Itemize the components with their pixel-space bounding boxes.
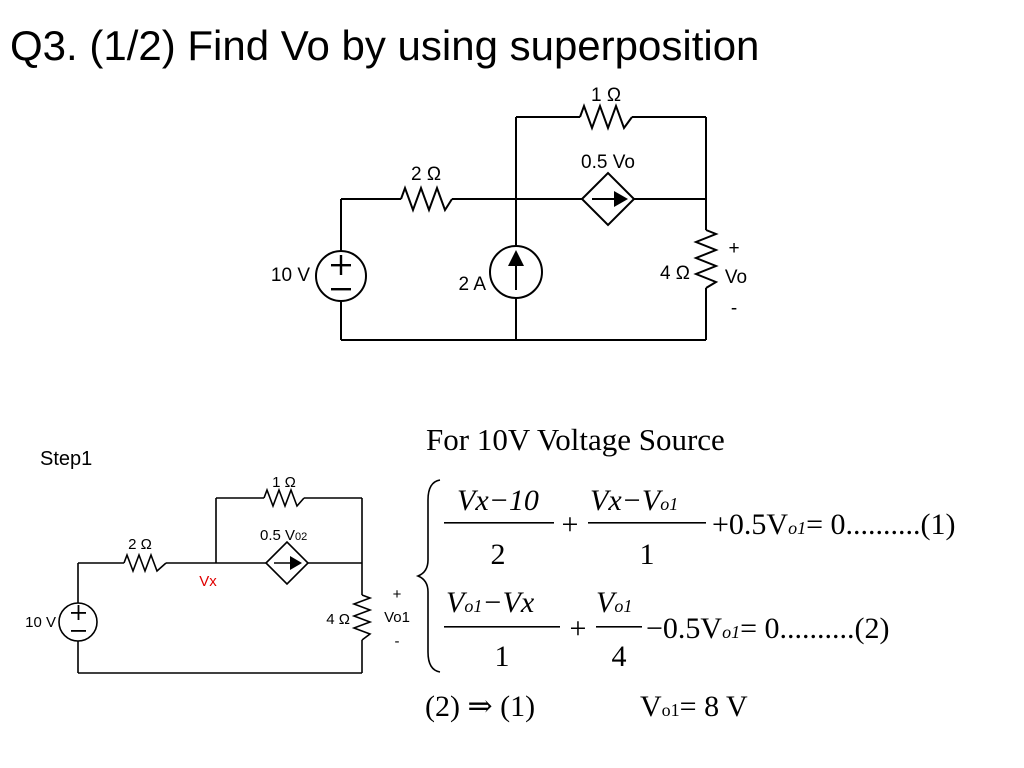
s1-label-vo-minus: -	[395, 633, 400, 650]
eq2-frac2-den: 4	[612, 640, 627, 673]
dependent-source-arrow-head	[614, 191, 628, 207]
step1-circuit	[58, 487, 373, 674]
s1-dependent-source-arrow-head	[290, 556, 302, 570]
s1-resistor-2ohm	[123, 552, 167, 574]
label-10v: 10 V	[271, 265, 310, 286]
s1-voltage-source-10v	[58, 602, 98, 642]
eq1-frac2-bar	[588, 522, 706, 524]
label-1ohm: 1 Ω	[591, 85, 621, 106]
s1-dep-source-sub: 02	[295, 531, 307, 543]
label-vo-minus: -	[731, 298, 737, 319]
step1-label: Step1	[40, 448, 92, 470]
page-title: Q3. (1/2) Find Vo by using superposition	[10, 22, 760, 69]
s1-label-10v: 10 V	[25, 614, 56, 631]
s1-label-vo1: Vo1	[384, 609, 410, 626]
s1-vsrc-minus	[71, 630, 86, 632]
label-dep-source: 0.5 Vo	[581, 152, 635, 173]
eq2-frac1-num-a: V	[446, 586, 468, 619]
result-lhs: (2) ⇒ (1)	[425, 690, 535, 723]
voltage-source-10v	[315, 250, 367, 302]
eq2-rest-b: = 0..........(2)	[740, 612, 889, 645]
s1-dep-source-main: 0.5 V	[260, 527, 295, 544]
s1-label-4ohm: 4 Ω	[326, 611, 350, 628]
eq1-frac2-num-a: Vx−V	[590, 484, 664, 517]
eq2-frac1-bar	[444, 626, 560, 628]
result-sub: o1	[662, 700, 680, 720]
eq2-rest-sub: o1	[722, 622, 740, 642]
eq1-frac2-num-sub: o1	[660, 494, 678, 514]
s1-node-vx: Vx	[199, 573, 217, 590]
s1-dependent-source-diamond	[264, 540, 310, 586]
eq2-frac1-num-sub: o1	[464, 596, 482, 616]
s1-resistor-4ohm	[351, 594, 373, 641]
vsrc-minus	[331, 288, 351, 291]
eq2-frac2-num-a: V	[596, 586, 618, 619]
step1-circuit-glyphs	[71, 556, 302, 632]
eq2-frac1-den: 1	[495, 640, 510, 673]
main-circuit	[315, 103, 719, 341]
eq2-rest: −0.5Vo1= 0..........(2)	[646, 612, 890, 645]
label-2a: 2 A	[459, 274, 487, 295]
eq1-frac1-num: Vx−10	[457, 484, 539, 517]
eq2-frac2-bar	[596, 626, 642, 628]
eq2-frac1-num: Vo1−Vx	[446, 586, 535, 619]
label-2ohm: 2 Ω	[411, 164, 441, 185]
s1-label-2ohm: 2 Ω	[128, 536, 152, 553]
equation-system: Vx−10 2 + Vx−Vo1 1 +0.5Vo1= 0..........(…	[415, 479, 956, 673]
s1-resistor-1ohm	[263, 487, 305, 509]
eq1-frac1-den: 2	[491, 538, 506, 571]
eq2-plus: +	[570, 612, 587, 645]
main-circuit-glyphs	[331, 191, 628, 291]
label-4ohm: 4 Ω	[660, 263, 690, 284]
current-source-2a	[489, 245, 543, 299]
result-value: Vo1= 8 V	[640, 690, 748, 723]
s1-label-vo-plus: +	[393, 586, 402, 603]
system-brace	[415, 479, 441, 673]
dependent-source-diamond	[580, 171, 636, 227]
eq1-rest-b: = 0..........(1)	[806, 508, 955, 541]
eq1-rest-a: +0.5V	[712, 508, 788, 541]
eq2-frac2-num: Vo1	[596, 586, 632, 619]
eq2-rest-a: −0.5V	[646, 612, 722, 645]
result-v: V	[640, 690, 662, 723]
eq1-frac2-num: Vx−Vo1	[590, 484, 678, 517]
resistor-2ohm	[400, 185, 453, 213]
eq1-plus: +	[562, 508, 579, 541]
step1-circuit-labels: 1 Ω 2 Ω 0.5 V02 Vx 10 V 4 Ω + Vo1 -	[25, 474, 410, 650]
vsrc-plus-v	[339, 255, 343, 275]
result-rhs: = 8 V	[680, 690, 748, 723]
current-source-arrow-head	[508, 250, 524, 266]
solution-heading: For 10V Voltage Source	[426, 422, 725, 457]
s1-vsrc-plus-v	[77, 605, 80, 620]
eq2-frac1-num-b: −Vx	[482, 586, 535, 619]
eq1-frac2-den: 1	[640, 538, 655, 571]
main-circuit-labels: 1 Ω 2 Ω 0.5 Vo 10 V 2 A 4 Ω + Vo -	[271, 85, 747, 319]
eq1-frac1-bar	[444, 522, 554, 524]
eq1-rest: +0.5Vo1= 0..........(1)	[712, 508, 956, 541]
s1-label-1ohm: 1 Ω	[272, 474, 296, 491]
resistor-4ohm	[693, 229, 719, 289]
eq2-frac2-num-sub: o1	[614, 596, 632, 616]
label-vo: Vo	[725, 267, 747, 288]
resistor-1ohm	[579, 103, 633, 131]
eq1-rest-sub: o1	[788, 518, 806, 538]
s1-label-dep-source: 0.5 V02	[260, 527, 307, 544]
label-vo-plus: +	[728, 238, 739, 259]
